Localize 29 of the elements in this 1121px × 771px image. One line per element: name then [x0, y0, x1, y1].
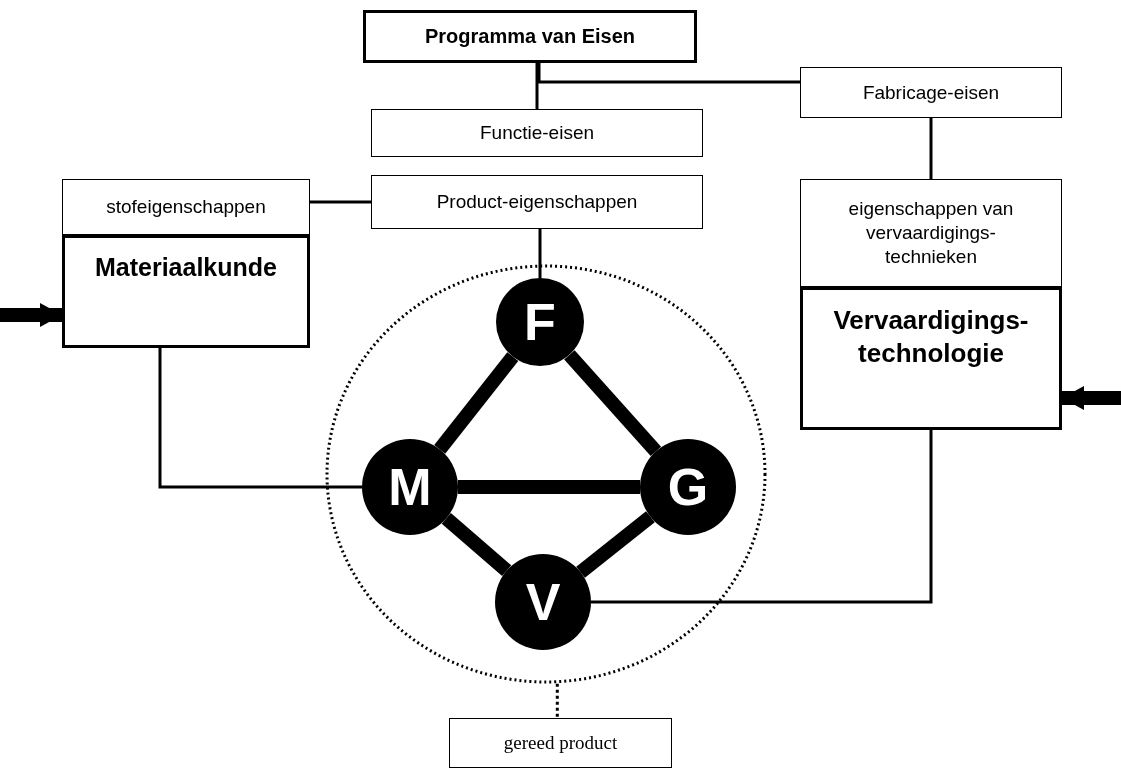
arrow	[1062, 386, 1121, 410]
letter-circle: G	[640, 439, 736, 535]
connector-line	[537, 63, 800, 84]
label-box: gereed product	[449, 718, 672, 768]
connector-line	[458, 480, 640, 494]
dotted-circle	[325, 264, 767, 684]
connector-line	[929, 118, 933, 179]
label-box: eigenschappen van vervaardigings-technieken	[800, 179, 1062, 287]
label-box: Functie-eisen	[371, 109, 703, 157]
label-box: Product-eigenschappen	[371, 175, 703, 229]
connector-line	[538, 229, 542, 278]
connector-line	[310, 200, 371, 204]
connector-line	[535, 63, 539, 109]
connector-line	[576, 511, 655, 578]
connector-line	[158, 348, 362, 489]
subject-box: Vervaardigings-technologie	[800, 287, 1062, 430]
connector-line	[564, 350, 662, 456]
letter-circle: M	[362, 439, 458, 535]
connector-line	[434, 352, 519, 454]
connector-line	[591, 430, 933, 604]
label-box: stofeigenschappen	[62, 179, 310, 235]
connector-line	[555, 683, 559, 718]
heading-box: Programma van Eisen	[363, 10, 697, 63]
connector-line	[441, 513, 512, 576]
letter-circle: F	[496, 278, 584, 366]
arrow	[0, 303, 62, 327]
subject-box: Materiaalkunde	[62, 235, 310, 348]
label-box: Fabricage-eisen	[800, 67, 1062, 118]
letter-circle: V	[495, 554, 591, 650]
